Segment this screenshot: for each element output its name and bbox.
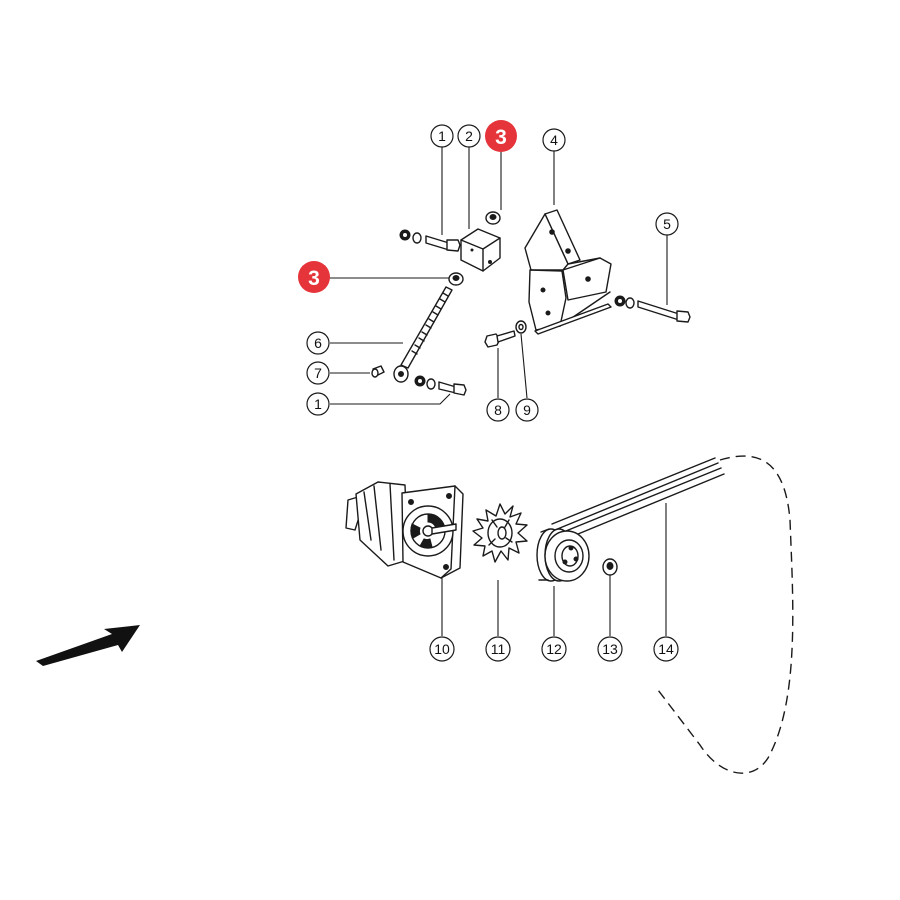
leader-lines-lower — [441, 503, 667, 636]
svg-text:13: 13 — [602, 641, 618, 657]
svg-text:11: 11 — [491, 641, 506, 657]
callout-3-highlight-left: 3 — [298, 261, 330, 293]
callout-7: 7 — [306, 361, 330, 385]
lock-nut-lower-part — [448, 272, 464, 286]
leader-lines-upper — [329, 147, 668, 405]
pivot-bolt-part — [484, 330, 516, 348]
callout-3-highlight-top: 3 — [485, 120, 517, 152]
pulley-nut-part — [602, 558, 618, 576]
svg-text:2: 2 — [465, 128, 473, 144]
mounting-block-part — [460, 228, 501, 272]
callout-1-top: 1 — [430, 124, 454, 148]
tensioner-bracket-part — [524, 209, 612, 335]
callout-8: 8 — [486, 398, 510, 422]
svg-text:8: 8 — [494, 402, 502, 418]
svg-text:14: 14 — [658, 641, 674, 657]
callout-14: 14 — [653, 636, 679, 662]
direction-arrow-icon — [36, 625, 140, 666]
svg-text:3: 3 — [308, 267, 320, 290]
callout-4: 4 — [542, 128, 566, 152]
svg-text:12: 12 — [546, 641, 562, 657]
bolt-upper-part — [399, 229, 461, 252]
svg-text:3: 3 — [495, 126, 507, 149]
svg-text:6: 6 — [314, 335, 322, 351]
callout-12: 12 — [541, 636, 567, 662]
svg-text:10: 10 — [434, 641, 450, 657]
callout-10: 10 — [429, 636, 455, 662]
svg-text:9: 9 — [523, 402, 531, 418]
callout-6: 6 — [306, 331, 330, 355]
long-bolt-part — [614, 295, 691, 323]
svg-text:1: 1 — [438, 128, 446, 144]
v-belt-part — [551, 455, 794, 774]
bolt-lower-part — [414, 375, 467, 396]
adjusting-rod-part — [393, 286, 453, 383]
svg-text:4: 4 — [550, 132, 558, 148]
callout-5: 5 — [655, 212, 679, 236]
svg-text:7: 7 — [314, 365, 322, 381]
callout-1-bottom: 1 — [306, 392, 330, 416]
callout-13: 13 — [597, 636, 623, 662]
callout-2: 2 — [457, 124, 481, 148]
callout-9: 9 — [515, 398, 539, 422]
lock-nut-upper-part — [485, 211, 501, 225]
bushing-part — [371, 365, 385, 378]
callout-11: 11 — [485, 636, 511, 662]
cooling-fan-part — [472, 503, 528, 563]
svg-text:1: 1 — [314, 396, 322, 412]
svg-text:5: 5 — [663, 216, 671, 232]
alternator-part — [345, 481, 464, 579]
washer-part — [515, 320, 527, 334]
pulley-part — [536, 528, 590, 582]
